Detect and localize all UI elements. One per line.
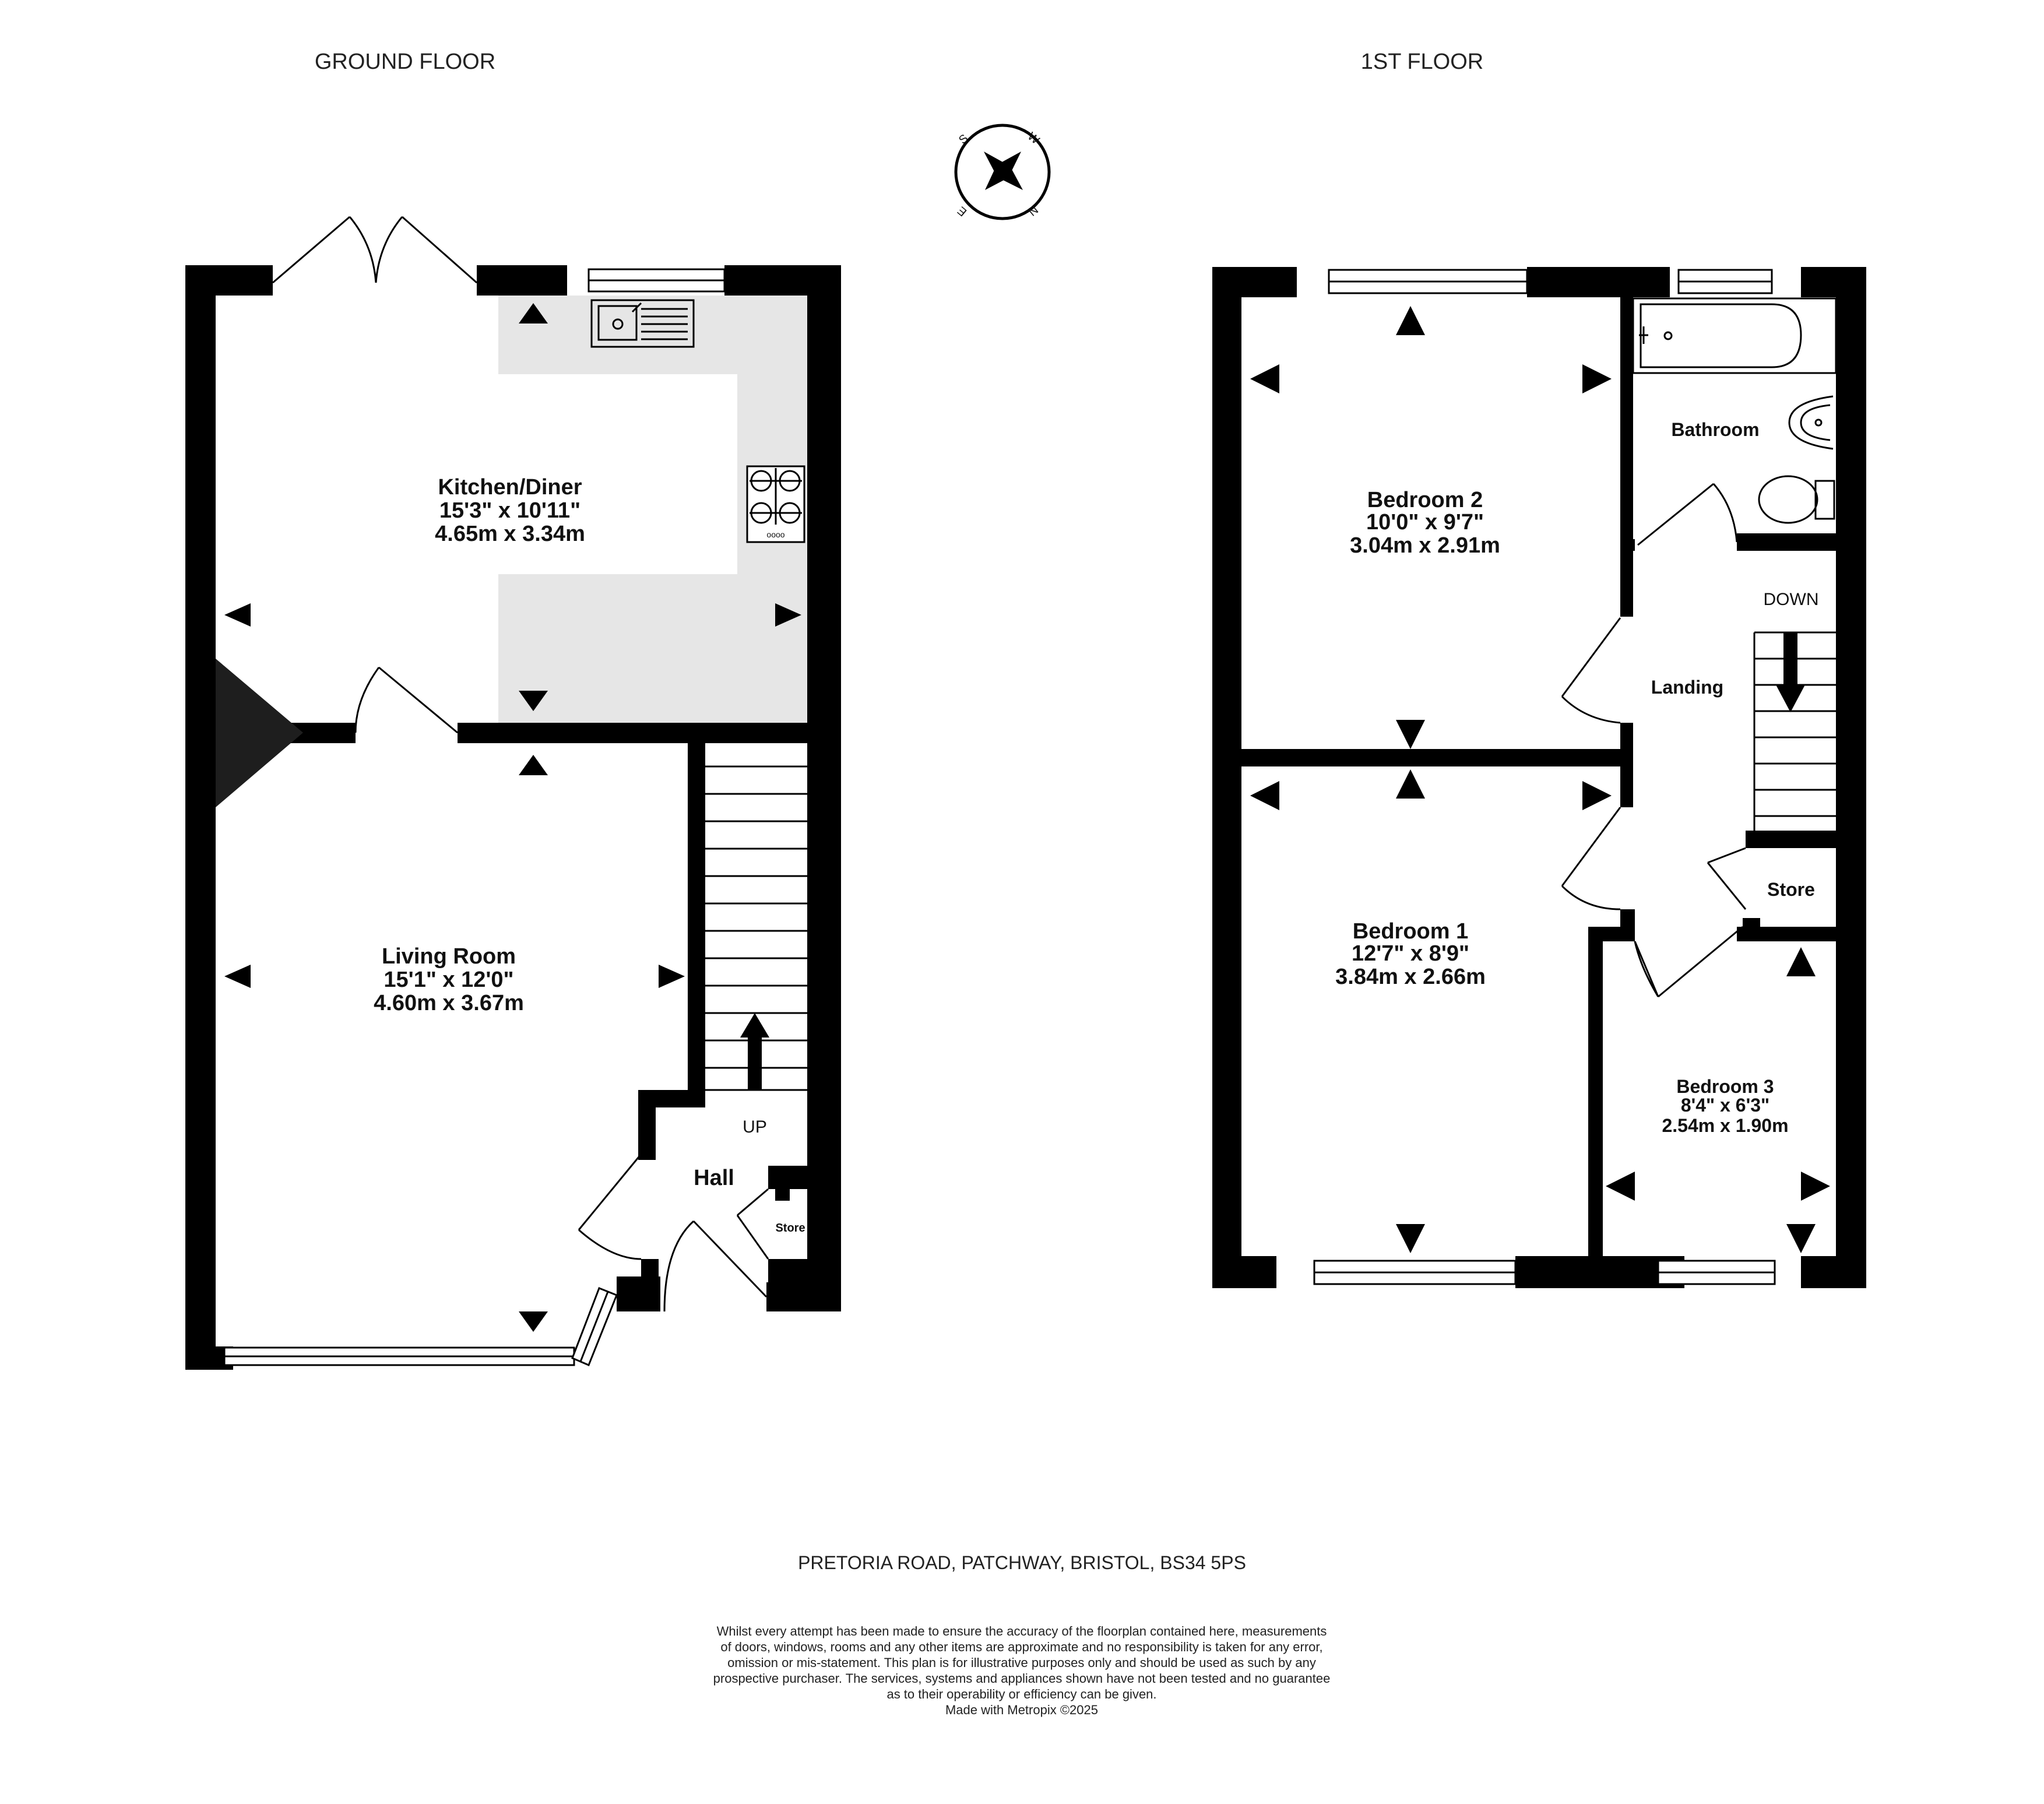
- first-floor-plan: DOWN Bedroom 2 10'0" x 9'7" 3.04m x 2.91…: [1212, 267, 1866, 1288]
- bedroom1-metric: 3.84m x 2.66m: [1335, 965, 1486, 989]
- stairs-up-arrow-icon: [740, 1013, 769, 1090]
- first-windows: [1313, 269, 1776, 1285]
- ground-dimension-arrows: [224, 303, 801, 1332]
- basin-icon: [1788, 395, 1834, 450]
- bedroom1-imperial: 12'7" x 8'9": [1352, 941, 1469, 966]
- ground-floor-label: GROUND FLOOR: [315, 50, 495, 74]
- first-dimension-arrows: [1250, 306, 1830, 1253]
- compass-letter-n: N: [1026, 203, 1040, 218]
- kitchen-imperial: 15'3" x 10'11": [439, 498, 581, 523]
- toilet-icon: [1758, 475, 1835, 524]
- bedroom3-imperial: 8'4" x 6'3": [1681, 1095, 1769, 1116]
- first-floor-label: 1ST FLOOR: [1361, 50, 1483, 74]
- compass-letter-s: S: [956, 132, 970, 146]
- bedroom2-metric: 3.04m x 2.91m: [1350, 533, 1500, 558]
- bath-icon: [1632, 297, 1837, 374]
- ground-stairs: [705, 765, 807, 1091]
- hob-controls-label: oooo: [766, 530, 784, 539]
- chimney-breast: [216, 659, 303, 807]
- living-name: Living Room: [382, 944, 516, 969]
- landing-name: Landing: [1651, 677, 1723, 698]
- disclaimer-credit: Made with Metropix ©2025: [945, 1703, 1098, 1717]
- kitchen-name: Kitchen/Diner: [438, 475, 582, 500]
- stairs-up-label: UP: [743, 1117, 767, 1137]
- compass-letter-e: E: [955, 204, 969, 219]
- kitchen-units: [498, 296, 807, 730]
- bedroom3-name: Bedroom 3: [1676, 1076, 1774, 1097]
- ground-floor-plan: oooo UP: [185, 216, 841, 1370]
- stairs-down-label: DOWN: [1764, 590, 1819, 609]
- living-metric: 4.60m x 3.67m: [374, 991, 524, 1015]
- disclaimer-line: omission or mis-statement. This plan is …: [727, 1655, 1316, 1670]
- stairs-down-arrow-icon: [1776, 632, 1805, 712]
- disclaimer: Whilst every attempt has been made to en…: [643, 1623, 1401, 1718]
- bedroom3-metric: 2.54m x 1.90m: [1662, 1115, 1788, 1136]
- first-floor-walls: [1212, 267, 1866, 1288]
- hall-name: Hall: [694, 1166, 734, 1190]
- property-address: PRETORIA ROAD, PATCHWAY, BRISTOL, BS34 5…: [798, 1552, 1246, 1573]
- disclaimer-line: of doors, windows, rooms and any other i…: [720, 1640, 1323, 1654]
- compass: S W N E: [954, 124, 1051, 220]
- first-doors: [1561, 483, 1747, 998]
- hob-icon: [746, 465, 805, 543]
- kitchen-metric: 4.65m x 3.34m: [435, 522, 585, 546]
- ground-doors: [272, 216, 769, 1312]
- disclaimer-line: prospective purchaser. The services, sys…: [713, 1671, 1331, 1686]
- sink-icon: [590, 299, 695, 348]
- landing-store-name: Store: [1767, 879, 1815, 900]
- disclaimer-line: Whilst every attempt has been made to en…: [716, 1624, 1327, 1638]
- hall-store-name: Store: [775, 1222, 805, 1235]
- ground-windows: [223, 268, 726, 1366]
- bedroom1-name: Bedroom 1: [1353, 919, 1468, 944]
- living-imperial: 15'1" x 12'0": [384, 968, 513, 992]
- bathroom-name: Bathroom: [1671, 419, 1759, 440]
- disclaimer-line: as to their operability or efficiency ca…: [886, 1687, 1157, 1701]
- bedroom2-imperial: 10'0" x 9'7": [1366, 510, 1484, 534]
- bedroom2-name: Bedroom 2: [1367, 488, 1483, 512]
